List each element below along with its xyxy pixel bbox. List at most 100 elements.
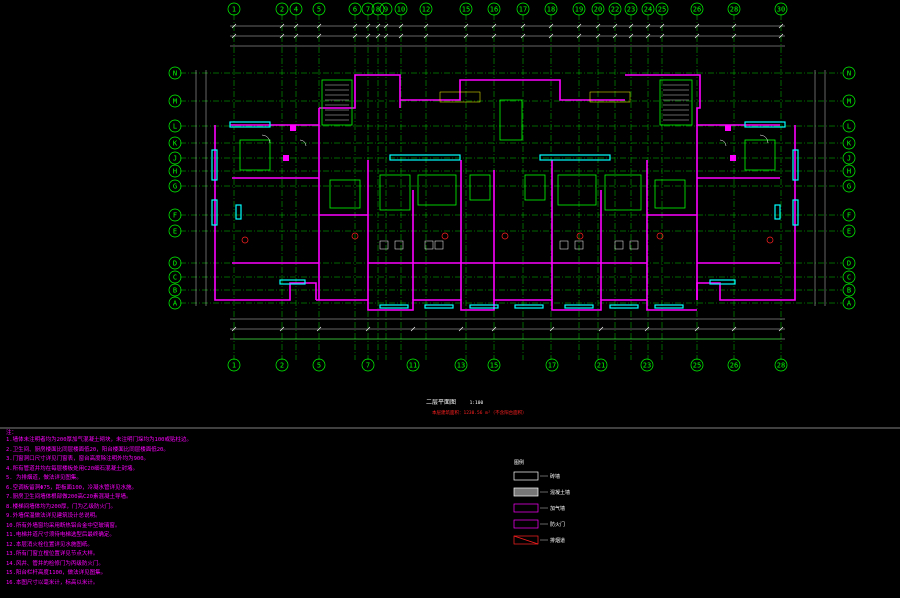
axis-label-row-H-left: H (173, 168, 177, 176)
room-bath-1 (329, 179, 361, 209)
axis-label-bottom-17: 17 (548, 362, 556, 370)
legend-item: 加气墙 (550, 506, 566, 512)
dim-tick-top2-7 (383, 23, 389, 29)
axis-label-top-7: 7 (366, 6, 370, 14)
axis-label-bottom-28: 28 (777, 362, 785, 370)
room-bed-1 (239, 139, 271, 171)
axis-bubble-top-17 (516, 2, 530, 16)
note-line: 13.所有门窗立樘位置详见节点大样。 (6, 551, 99, 557)
dim-tick-top-8 (398, 33, 404, 39)
note-line: 7.厨房卫生间墙体根部做200高C20素混凝土导墙。 (6, 494, 132, 500)
dim-tick-top2-19 (659, 23, 665, 29)
axis-bubble-row-C-left (168, 270, 182, 284)
kitchen-fixture-5 (574, 240, 584, 250)
axis-bubble-row-N-right (842, 66, 856, 80)
fixture-marker-5 (241, 236, 249, 244)
axis-bubble-row-K-left (168, 136, 182, 150)
axis-bubble-row-A-right (842, 296, 856, 310)
axis-bubble-top-15 (459, 2, 473, 16)
dim-tick-top-0 (231, 33, 237, 39)
dim-tick-top-6 (375, 33, 381, 39)
dim-tick-top-16 (612, 33, 618, 39)
door-swing-0 (261, 134, 271, 144)
dim-tick-top-18 (645, 33, 651, 39)
window-balcony-5 (609, 304, 639, 309)
room-utility-2 (524, 174, 546, 201)
axis-label-row-A-right: A (847, 300, 852, 308)
axis-bubble-row-H-left (168, 164, 182, 178)
axis-bubble-row-K-right (842, 136, 856, 150)
dim-tick-top2-15 (595, 23, 601, 29)
room-bed-2 (744, 139, 776, 171)
kitchen-fixture-4 (559, 240, 569, 250)
dim-tick-top2-14 (576, 23, 582, 29)
axis-label-row-C-right: C (847, 274, 851, 282)
kitchen-fixture-7 (629, 240, 639, 250)
axis-label-row-J-right: J (847, 155, 851, 163)
door-swing-1 (299, 139, 307, 147)
axis-label-bottom-25: 25 (693, 362, 701, 370)
axis-bubble-bottom-21 (594, 358, 608, 372)
drawing-scale: 1:100 (469, 401, 484, 406)
column-2 (290, 125, 296, 131)
legend-swatch-1 (513, 487, 539, 497)
axis-bubble-top-20 (591, 2, 605, 16)
dim-tick-top2-0 (231, 23, 237, 29)
windows (211, 121, 799, 309)
kitchen-fixture-1 (394, 240, 404, 250)
dim-tick-top2-22 (778, 23, 784, 29)
dim-tick-top-17 (628, 33, 634, 39)
legend-item: 防火门 (550, 522, 566, 528)
axis-bubble-row-D-left (168, 256, 182, 270)
dim-tick-top2-1 (279, 23, 285, 29)
axis-label-row-A-left: A (173, 300, 178, 308)
axis-bubble-row-N-left (168, 66, 182, 80)
window-cyan-right (774, 204, 781, 220)
axis-bubble-top-30 (774, 2, 788, 16)
axis-label-bottom-1: 1 (232, 362, 236, 370)
dim-tick-top-11 (491, 33, 497, 39)
axis-label-row-N-right: N (847, 70, 851, 78)
axis-label-row-C-left: C (173, 274, 177, 282)
axis-bubble-row-A-left (168, 296, 182, 310)
axis-label-bottom-21: 21 (597, 362, 605, 370)
note-line: 16.本图尺寸以毫米计，标高以米计。 (6, 579, 99, 586)
dim-tick-bottom-10 (694, 326, 700, 332)
legend-swatch-0 (513, 471, 539, 481)
dim-tick-top2-20 (694, 23, 700, 29)
door-swing-3 (719, 139, 727, 147)
column-1 (730, 155, 736, 161)
room-details (239, 79, 776, 250)
axis-bubble-bottom-28 (774, 358, 788, 372)
notes-heading: 注： (6, 430, 18, 436)
dim-tick-top2-11 (491, 23, 497, 29)
axis-bubble-bottom-15 (487, 358, 501, 372)
window-bottom-2 (709, 279, 736, 285)
axis-label-row-E-right: E (847, 228, 851, 236)
axis-bubble-bottom-2 (275, 358, 289, 372)
axis-bubble-top-7 (361, 2, 375, 16)
axis-bubble-bottom-11 (406, 358, 420, 372)
axis-label-row-F-right: F (847, 212, 851, 220)
dim-tick-top-7 (383, 33, 389, 39)
axis-label-row-M-left: M (173, 98, 177, 106)
axis-bubble-bottom-13 (454, 358, 468, 372)
axis-label-row-D-right: D (847, 260, 851, 268)
axis-bubble-bottom-17 (545, 358, 559, 372)
axis-bubble-row-E-right (842, 224, 856, 238)
stair-right (659, 79, 693, 126)
dim-tick-bottom-7 (549, 326, 555, 332)
axis-bubble-top-23 (624, 2, 638, 16)
dim-tick-top-2 (293, 33, 299, 39)
dim-tick-top2-8 (398, 23, 404, 29)
axis-bubble-row-L-left (168, 119, 182, 133)
dim-tick-top2-9 (423, 23, 429, 29)
legend-swatch-4 (513, 535, 539, 545)
dim-tick-bottom-12 (778, 326, 784, 332)
note-line: 10.所有外墙窗均采用断热铝合金中空玻璃窗。 (6, 522, 121, 529)
dim-tick-bottom-5 (458, 326, 464, 332)
legend-swatch-cross (513, 535, 539, 545)
dim-tick-bottom-0 (231, 326, 237, 332)
stair-left (321, 79, 353, 126)
axis-label-top-4: 4 (294, 6, 298, 14)
